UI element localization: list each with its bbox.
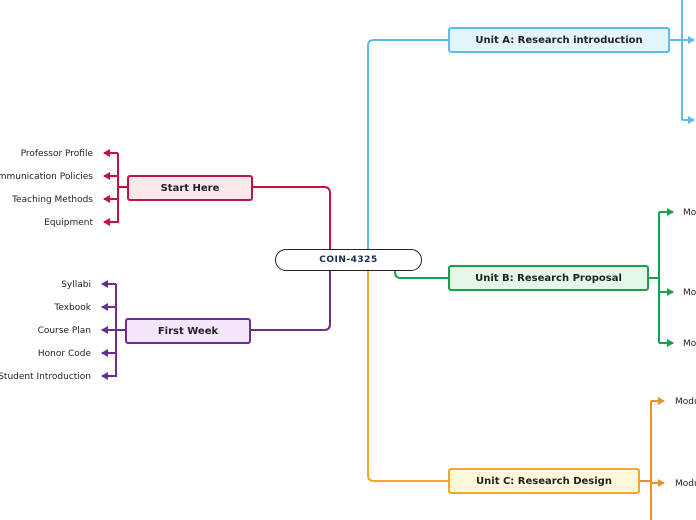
connector-center-unit-b — [394, 271, 449, 279]
first-week-bracket — [101, 280, 126, 380]
unit-b-node[interactable]: Unit B: Research Proposal — [448, 265, 649, 291]
first-week-node[interactable]: First Week — [125, 318, 251, 344]
leaf-honor-code[interactable]: Honor Code — [37, 349, 91, 359]
central-topic[interactable]: COIN-4325 — [275, 249, 422, 271]
unit-b-bracket — [648, 208, 674, 347]
unit-a-node[interactable]: Unit A: Research introduction — [448, 27, 670, 53]
connector-center-unit-a — [367, 39, 449, 249]
leaf-unit-b-module-2[interactable]: Mo — [683, 288, 696, 298]
start-here-node[interactable]: Start Here — [127, 175, 253, 201]
leaf-unit-b-module-3[interactable]: Mo — [683, 339, 696, 349]
leaf-teaching-methods[interactable]: Teaching Methods — [12, 195, 93, 205]
leaf-unit-c-module-2[interactable]: Modu — [675, 479, 696, 489]
unit-a-bracket — [670, 0, 695, 124]
leaf-syllabi[interactable]: Syllabi — [61, 280, 91, 290]
connector-center-start-here — [252, 186, 331, 249]
connector-center-first-week — [251, 271, 331, 331]
leaf-professor-profile[interactable]: Professor Profile — [20, 149, 93, 159]
unit-c-node[interactable]: Unit C: Research Design — [448, 468, 640, 494]
start-here-bracket — [103, 149, 128, 226]
leaf-equipment[interactable]: Equipment — [44, 218, 93, 228]
connector-center-unit-c — [367, 271, 449, 482]
leaf-course-plan[interactable]: Course Plan — [37, 326, 91, 336]
leaf-unit-b-module-1[interactable]: Mo — [683, 208, 696, 218]
unit-c-bracket — [639, 397, 665, 520]
leaf-communication-policies[interactable]: mmunication Policies — [0, 172, 93, 182]
leaf-texbook[interactable]: Texbook — [54, 303, 91, 313]
leaf-student-introduction[interactable]: Student Introduction — [0, 372, 91, 382]
leaf-unit-c-module-1[interactable]: Modu — [675, 397, 696, 407]
